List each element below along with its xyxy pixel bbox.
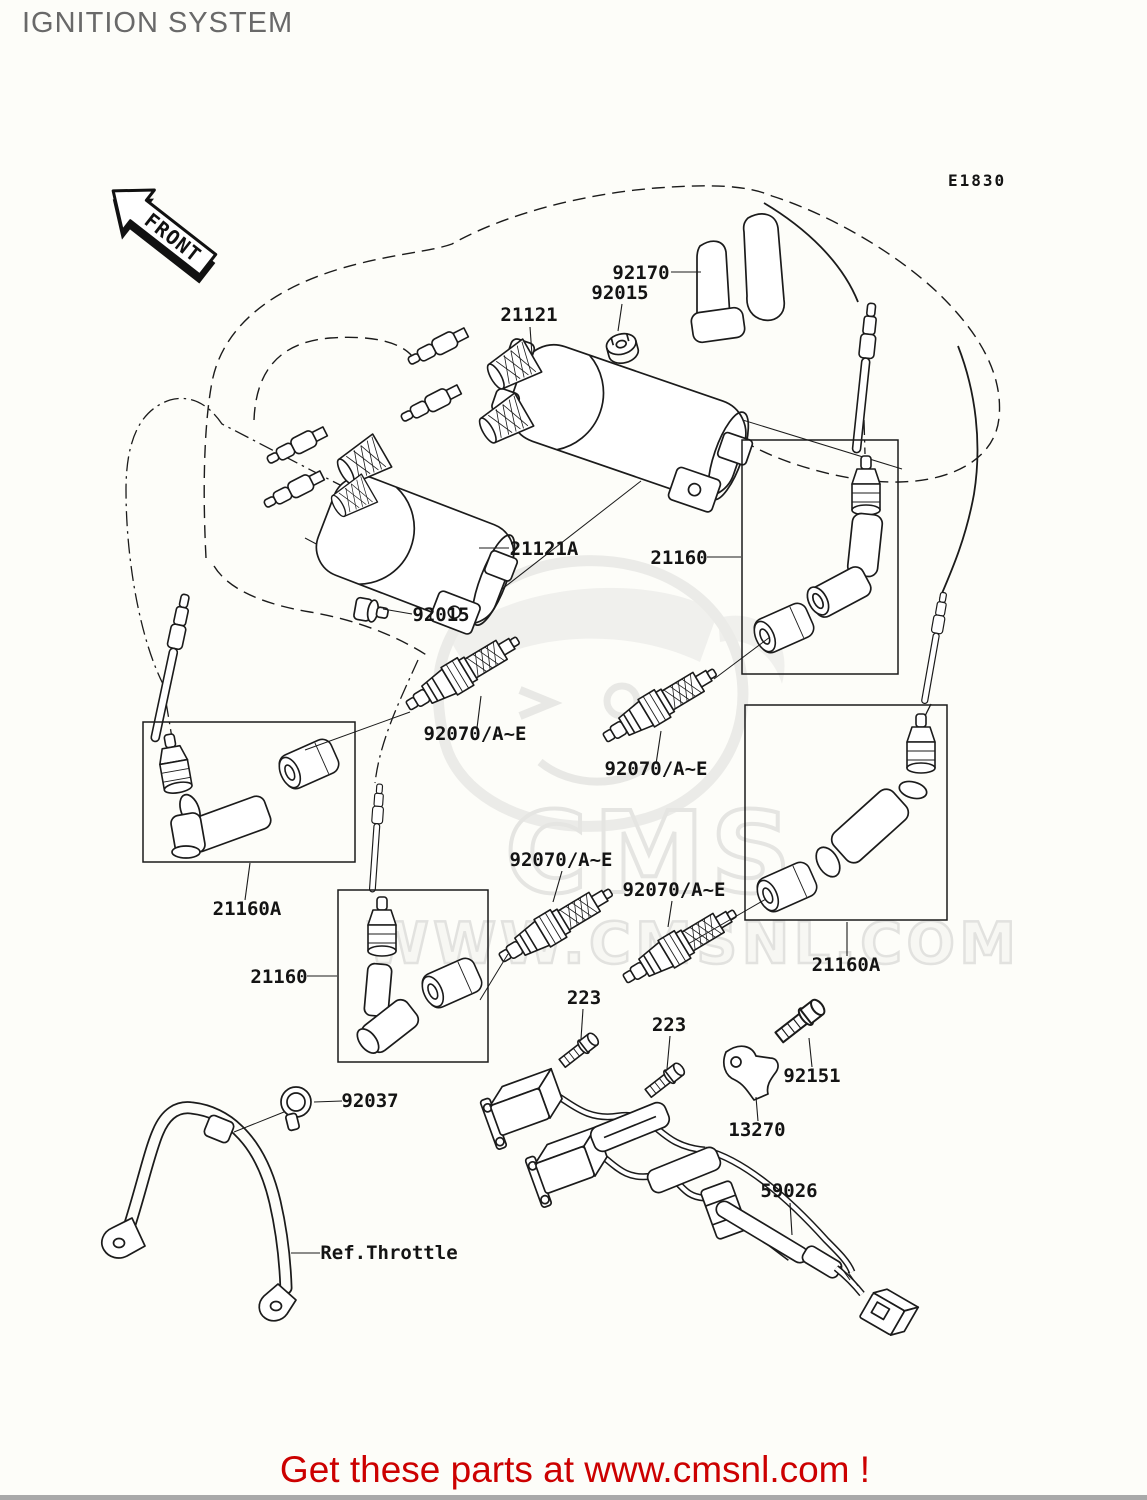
- lead-joint-right-top: [863, 419, 866, 455]
- plug-lead-end-right: [918, 591, 950, 705]
- holder-13270: [723, 1045, 779, 1101]
- part-label-92170: 92170: [612, 262, 669, 284]
- watermark-grin: [537, 758, 655, 786]
- lead-route-left: [125, 397, 353, 687]
- assembly-line: [687, 898, 767, 945]
- cap-kit-box-21160-left: [337, 889, 489, 1063]
- coil-bolt-92015: [353, 596, 389, 623]
- part-label-92151: 92151: [783, 1065, 840, 1087]
- part-label-21121: 21121: [500, 304, 557, 326]
- ignition-coil-21121a: [315, 475, 519, 635]
- cap-elbow-21160a-left: [170, 793, 272, 859]
- harness-routing-inner: [253, 336, 413, 421]
- pickup-rod: [715, 1200, 843, 1279]
- pickup-bracket-plate-2: [646, 1146, 722, 1194]
- plug-lead-end-left: [146, 592, 194, 744]
- throttle-cable-bracket: [101, 1101, 297, 1322]
- part-label-21160a-left: 21160A: [213, 898, 282, 920]
- cap-terminal-21160a-left: [154, 731, 194, 796]
- plug-lead-stub: [397, 380, 464, 427]
- part-label-223-2: 223: [652, 1014, 686, 1036]
- harness-routing-outline-lower: [213, 565, 429, 657]
- watermark-wink-eye: [518, 686, 563, 720]
- assembly-line: [713, 636, 771, 680]
- cap-terminal-21160-left: [367, 896, 397, 957]
- plug-lead-end-middle: [366, 783, 386, 893]
- bracket-tab-upper: [101, 1217, 146, 1259]
- bolt-223-2: [642, 1059, 688, 1101]
- plug-wire-right: [939, 345, 979, 599]
- assembly-line: [304, 711, 411, 751]
- plug-wire-right-top: [763, 202, 859, 303]
- part-label-21121a: 21121A: [510, 538, 579, 560]
- bottom-border: [0, 1495, 1147, 1500]
- part-label-92015-2: 92015: [412, 604, 469, 626]
- plug-lead-stub: [260, 466, 327, 513]
- part-label-21160-right: 21160: [650, 547, 707, 569]
- part-label-13270: 13270: [728, 1119, 785, 1141]
- part-labels: 92170 92015 21121 21121A 92015 21160 920…: [213, 262, 881, 1264]
- plug-lead-stub: [263, 422, 330, 469]
- harness-routing-outline: [203, 185, 1001, 559]
- lead-route-middle: [374, 659, 419, 784]
- label-leaders: [244, 271, 848, 1254]
- cap-terminal-21160a-right: [906, 713, 936, 774]
- bracket-tab-lower: [258, 1283, 297, 1322]
- lead-joint-left: [165, 701, 173, 739]
- bolt-92151: [772, 995, 829, 1047]
- watermark-mascot-head: [432, 555, 749, 832]
- wire-clamp-92170: [690, 213, 786, 344]
- cap-kit-box-21160a-right: [744, 704, 948, 921]
- part-label-92070-3: 92070/A~E: [510, 849, 613, 871]
- part-label-92070-2: 92070/A~E: [605, 758, 708, 780]
- pickup-bracket-plate-1: [589, 1101, 671, 1153]
- part-label-92070-4: 92070/A~E: [623, 879, 726, 901]
- footer-link-text[interactable]: Get these parts at www.cmsnl.com !: [280, 1449, 870, 1490]
- pickup-coil-assembly-59026: [479, 1067, 920, 1336]
- cap-elbow-21160-right: [806, 512, 884, 618]
- cap-grommet-21160a-left: [273, 735, 343, 794]
- part-label-92015: 92015: [591, 282, 648, 304]
- part-label-21160-left: 21160: [250, 966, 307, 988]
- bracket-clamp-band: [203, 1114, 235, 1144]
- assembly-line: [479, 953, 509, 1001]
- part-label-21160a-right: 21160A: [812, 954, 881, 976]
- part-label-59026: 59026: [760, 1180, 817, 1202]
- bolt-223-1: [556, 1029, 602, 1071]
- diagram-code: E1830: [948, 171, 1006, 190]
- clamp-92037: [280, 1086, 312, 1132]
- part-label-ref-throttle: Ref.Throttle: [320, 1242, 457, 1264]
- plug-lead-stub: [404, 323, 471, 370]
- cap-elbow-21160a-right: [815, 780, 928, 878]
- pickup-sensor-2: [524, 1125, 608, 1208]
- page-title: IGNITION SYSTEM: [22, 7, 293, 39]
- front-direction-marker: FRONT: [111, 188, 218, 284]
- watermark-bandana: [450, 587, 718, 674]
- coil-nut-92015: [605, 332, 640, 365]
- cap-elbow-21160-left: [356, 962, 420, 1054]
- cap-terminal-21160-right: [851, 455, 881, 516]
- cap-kit-box-21160a-left: [142, 721, 356, 863]
- part-label-92037: 92037: [341, 1090, 398, 1112]
- part-label-223-1: 223: [567, 987, 601, 1009]
- cap-kit-box-21160-right: [741, 439, 899, 675]
- pickup-connector: [859, 1288, 920, 1336]
- part-label-92070-1: 92070/A~E: [424, 723, 527, 745]
- pickup-sensor-1: [479, 1067, 563, 1150]
